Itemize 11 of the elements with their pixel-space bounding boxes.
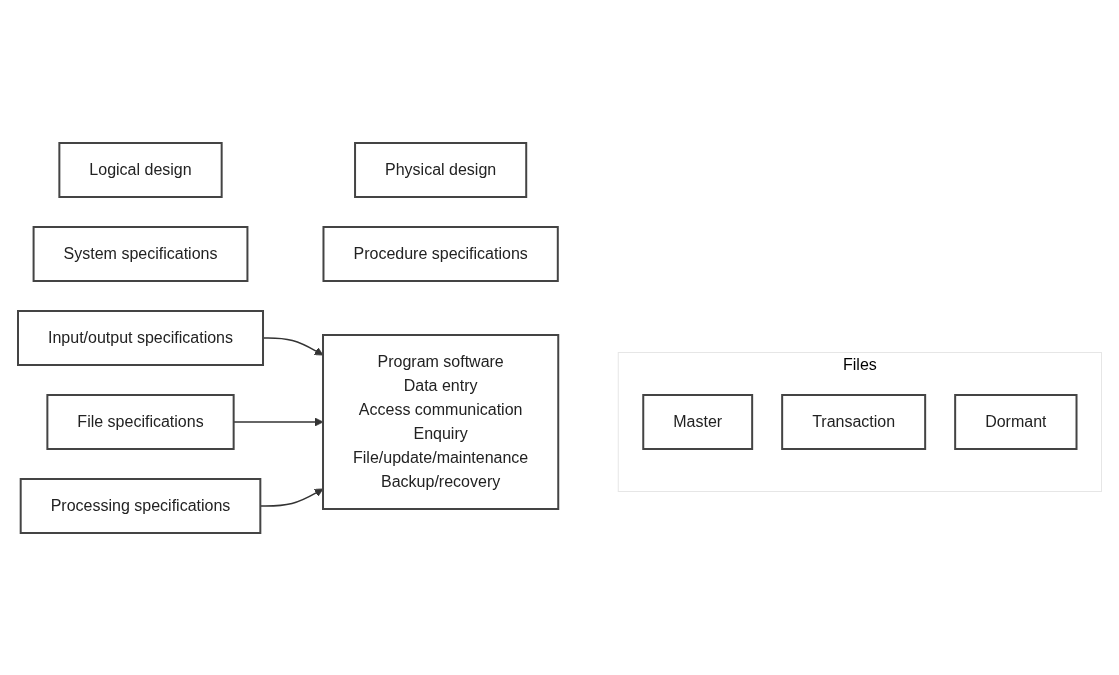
node-box: Program software Data entry Access communication Enquiry File/update/maintenance Backup/recovery [321,333,559,510]
node-box: Physical design [353,141,527,198]
node-box: Transaction [780,393,926,450]
node-box: System specifications [32,225,249,282]
node-box: Procedure specifications [322,225,559,282]
node-box: Master [642,393,753,450]
node-box: Input/output specifications [16,309,264,366]
node-box: Dormant [953,393,1078,450]
node-box: Processing specifications [19,477,262,534]
node-box: Logical design [58,141,223,198]
node-box: File specifications [46,393,235,450]
